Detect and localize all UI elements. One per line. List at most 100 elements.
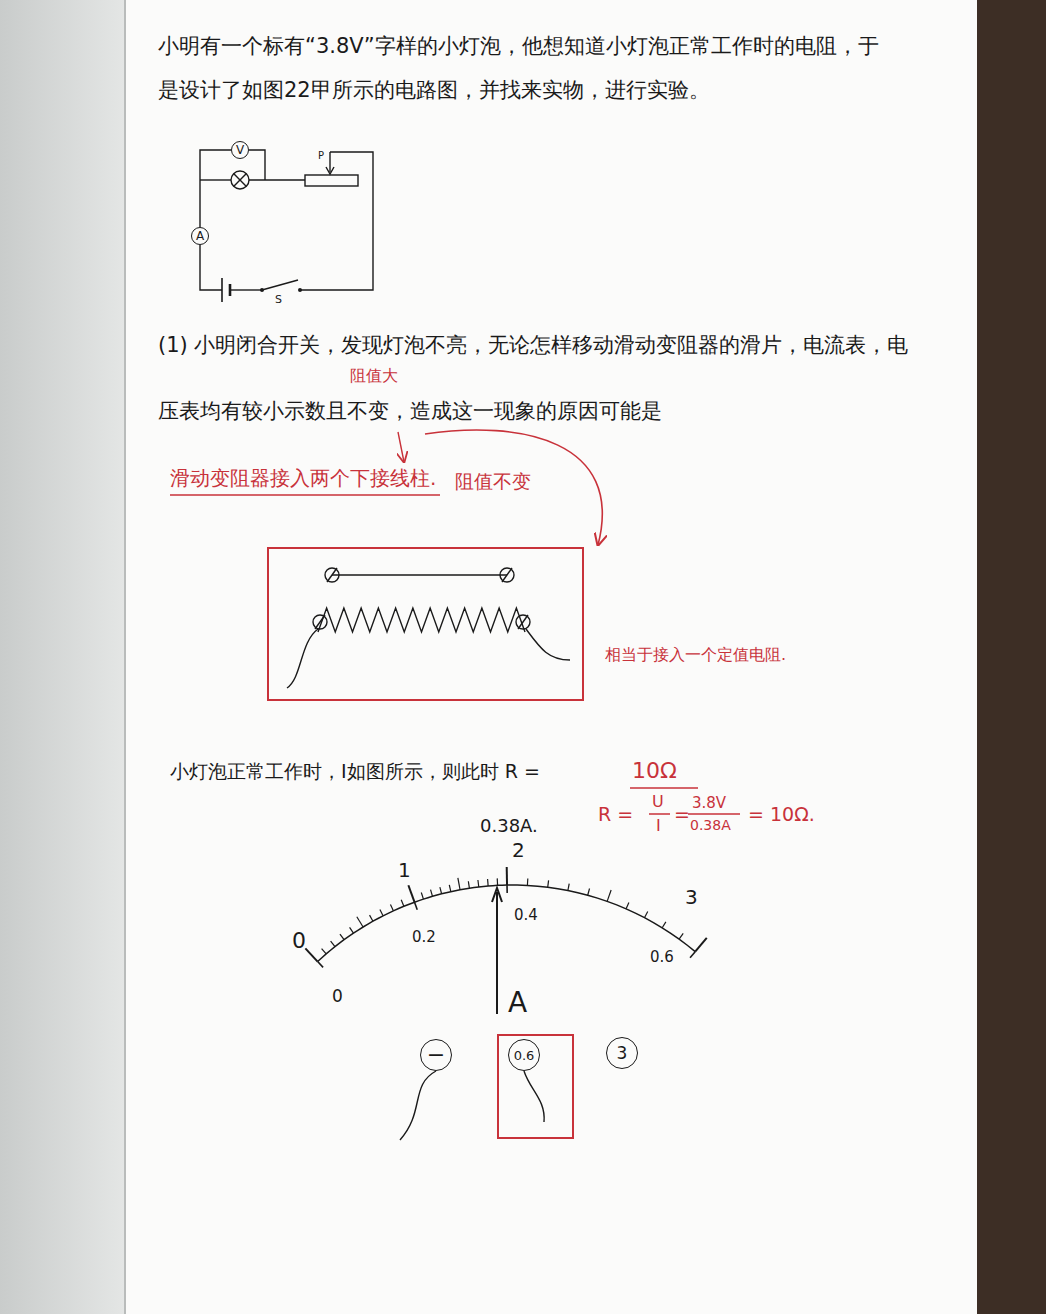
scale-tick [568,884,569,891]
scale-arc [318,885,696,962]
wire [526,629,570,660]
ammeter: A [191,227,209,245]
scale-number: 0 [292,928,306,954]
wire [300,152,373,290]
pointer-head [492,888,502,902]
terminal: 3 [606,1037,638,1069]
meter-letter: 3 [617,1045,628,1062]
problem-text: 小明有一个标有“3.8V”字样的小灯泡，他想知道小灯泡正常工作时的电阻，于是设计… [158,24,893,112]
unit-label: A [508,986,527,1020]
formula-part: R = [598,803,633,826]
scale-tick [662,922,666,928]
scale-tick [390,905,393,911]
terminal: 0.6 [508,1039,540,1071]
switch-contact [298,288,302,292]
red-frame [268,548,583,700]
scale-number: 1 [398,858,411,882]
scale-tick [487,879,489,886]
voltmeter: V [231,141,249,159]
switch-label: S [275,293,282,306]
scale-tick [644,911,647,917]
terminal [325,568,339,582]
slider-head [326,167,334,174]
scale-tick [695,938,707,952]
scale-tick [331,941,335,946]
red-answer: 10Ω [632,758,677,784]
red-note: 相当于接入一个定值电阻. [605,645,786,664]
lamp-cross [234,174,247,187]
terminal-slash [327,568,337,582]
meter-letter: A [196,230,204,242]
scale-tick [357,917,363,927]
terminal-slash [315,615,325,629]
terminal: − [420,1039,452,1071]
scale-number: 0 [332,986,343,1006]
scale-tick [690,952,695,958]
scale-tick [679,933,683,939]
scale-tick [305,948,317,961]
scale-tick [340,934,344,940]
switch-lever [262,280,298,290]
meter-letter: V [236,144,244,156]
formula-part: U [652,792,664,811]
metal-rod [332,574,507,575]
formula-part: = 10Ω. [748,803,815,826]
lamp-circle [231,171,249,189]
battery-short-plate [229,284,232,296]
circuit-wires [200,150,373,290]
scale-tick [370,915,373,921]
rheostat-drawing [287,568,570,688]
red-underline [170,494,440,496]
terminal-slash [518,615,528,629]
scale-tick [506,885,508,893]
red-note: 阻值大 [350,366,398,385]
formula-part: = [674,803,690,826]
terminal [500,568,514,582]
left-page [0,0,125,1314]
lamp-symbol [231,171,249,189]
scale-tick [421,892,423,899]
wire [249,150,265,180]
meter-letter: − [427,1044,445,1066]
scale-tick [506,867,508,885]
wire [200,179,231,180]
scale-number: 0.4 [514,906,538,924]
scale-tick [401,900,404,906]
pointer [496,892,498,1014]
formula-part: 0.38A [690,817,731,834]
terminal-slash [502,568,512,582]
wire [249,179,305,180]
paper [125,0,977,1314]
slider-arrow [329,152,330,172]
lamp-cross [234,174,247,187]
lead-wire [524,1071,544,1122]
battery-long-plate [221,278,223,302]
scale-tick [458,878,460,890]
scale-number: 0.6 [650,948,674,966]
reading-note: 0.38A. [480,815,538,837]
wire [200,245,222,290]
scale-tick [527,878,529,885]
scale-tick [547,880,549,887]
question-text: (1) 小明闭合开关，发现灯泡不亮，无论怎样移动滑动变阻器的滑片，电流表，电压表… [158,312,918,444]
terminal [516,615,530,629]
answer-underline [630,787,698,789]
scale-number: 2 [512,838,525,862]
scale-tick [626,902,629,908]
red-frame [498,1035,573,1138]
scale-tick [350,927,354,933]
scale-tick [318,962,323,968]
scale-tick [588,888,590,895]
red-callout-arrow [425,430,602,545]
fraction-bar [649,813,670,815]
red-down-arrow [398,432,404,462]
scale-tick [408,885,414,902]
scale-tick [449,885,451,892]
scale-tick [607,890,611,901]
scale-tick [468,881,469,888]
red-note: 阻值不变 [455,470,531,493]
meter-letter: 0.6 [514,1049,535,1062]
scale-number: 0.2 [412,928,436,946]
